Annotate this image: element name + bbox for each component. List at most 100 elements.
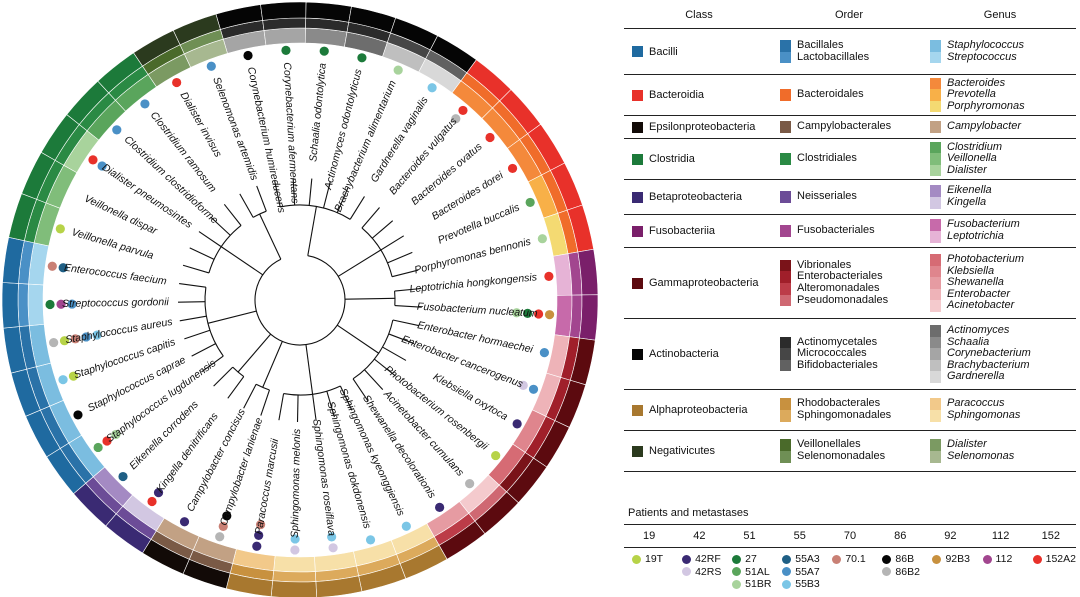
class-ring-segment [1, 282, 20, 329]
genus-swatch [930, 164, 941, 177]
class-swatch [632, 277, 643, 289]
sample-dot [206, 61, 216, 71]
tree-branches [178, 178, 422, 422]
sample-label: 55B3 [795, 578, 820, 591]
sample-dot [485, 132, 495, 143]
sample-dot [512, 308, 522, 318]
order-label: Clostridiales [797, 152, 857, 165]
order-swatch [780, 348, 791, 360]
genus-swatch [930, 100, 941, 113]
leaf-label: Enterococcus faecium [63, 262, 167, 288]
sample-entry: 55A3 [782, 553, 824, 566]
leaf-labels: Corynebacterium humireducensCorynebacter… [62, 62, 538, 538]
patients-title: Patients and metastases [624, 502, 1076, 525]
order-label: Bacillales [797, 38, 844, 51]
leaf-label: Corynebacterium humireducens [245, 66, 288, 215]
genus-label: Prevotella [947, 88, 996, 101]
sample-dot [49, 337, 59, 348]
sample-dot [327, 532, 337, 542]
genus-swatch [930, 348, 941, 360]
sample-dot [252, 541, 262, 551]
legend-header-class: Class [685, 9, 713, 21]
sample-dot [147, 496, 157, 507]
sample-dot [255, 519, 266, 530]
branch-segment [184, 329, 211, 340]
branch-segment [394, 305, 422, 308]
genus-label: Bacteroides [947, 76, 1006, 89]
sample-dot [73, 410, 83, 420]
genus-ring-segment [263, 27, 306, 46]
genus-ring-segment [273, 555, 316, 573]
sample-dot [539, 348, 550, 358]
leaf-label: Sphingomonas melonis [289, 428, 303, 538]
patient-id: 55 [793, 530, 806, 542]
genus-label: Dialister [947, 163, 987, 176]
sample-entry: 86B2 [882, 566, 924, 579]
branch-segment [262, 341, 283, 388]
class-ring-segment [260, 1, 307, 21]
branch-segment [239, 193, 254, 218]
leaf-label: Paracoccus marcusii [253, 437, 282, 535]
sample-dot [528, 384, 539, 394]
patient-id: 42 [693, 530, 706, 542]
order-label: Vibrionales [797, 258, 852, 271]
branch-segment [278, 393, 285, 421]
genus-swatch [930, 219, 941, 231]
sample-dot [533, 309, 544, 319]
sample-dot [153, 488, 164, 498]
genus-swatch [930, 300, 941, 312]
patient-id: 86 [894, 530, 907, 542]
sample-dot [92, 330, 102, 340]
legend-class-cell: Bacteroidia [624, 89, 774, 101]
patient-sample-column: 19T [624, 553, 674, 591]
sample-dot-icon [682, 554, 692, 564]
genus-swatch [930, 451, 941, 463]
order-swatch [780, 439, 791, 451]
class-label: Epsilonproteobacteria [649, 121, 756, 133]
patient-id: 112 [991, 530, 1010, 542]
sample-dot [491, 450, 501, 461]
branch-segment [182, 264, 210, 274]
sample-dot [518, 380, 528, 390]
order-swatch [780, 191, 791, 203]
sample-dot [111, 429, 121, 440]
order-swatch [780, 225, 791, 237]
branch-segment [337, 249, 382, 277]
class-swatch [632, 225, 643, 237]
sample-dot [435, 502, 445, 512]
branch-arc [255, 383, 270, 391]
legend-order-cell: Campylobacterales [774, 121, 924, 133]
branch-segment [210, 216, 231, 236]
patient-id: 19 [642, 530, 656, 542]
sample-dot [393, 65, 403, 75]
sample-dot-icon [932, 554, 942, 564]
branch-segment [326, 390, 335, 418]
genus-swatch [930, 288, 941, 301]
legend-order-cell: Clostridiales [774, 153, 924, 165]
branch-segment [391, 269, 419, 278]
genus-ring-segment [27, 283, 45, 326]
sample-entry: 51BR [732, 578, 774, 591]
sample-dot [319, 46, 329, 56]
sample-dot [172, 77, 182, 88]
branch-segment [307, 206, 317, 256]
class-swatch [632, 121, 643, 133]
order-swatch [780, 398, 791, 410]
sample-label: 70.1 [845, 553, 866, 566]
sample-dot [81, 332, 91, 342]
sample-dot [55, 224, 65, 234]
legend-class-cell: Fusobacteriia [624, 225, 774, 237]
